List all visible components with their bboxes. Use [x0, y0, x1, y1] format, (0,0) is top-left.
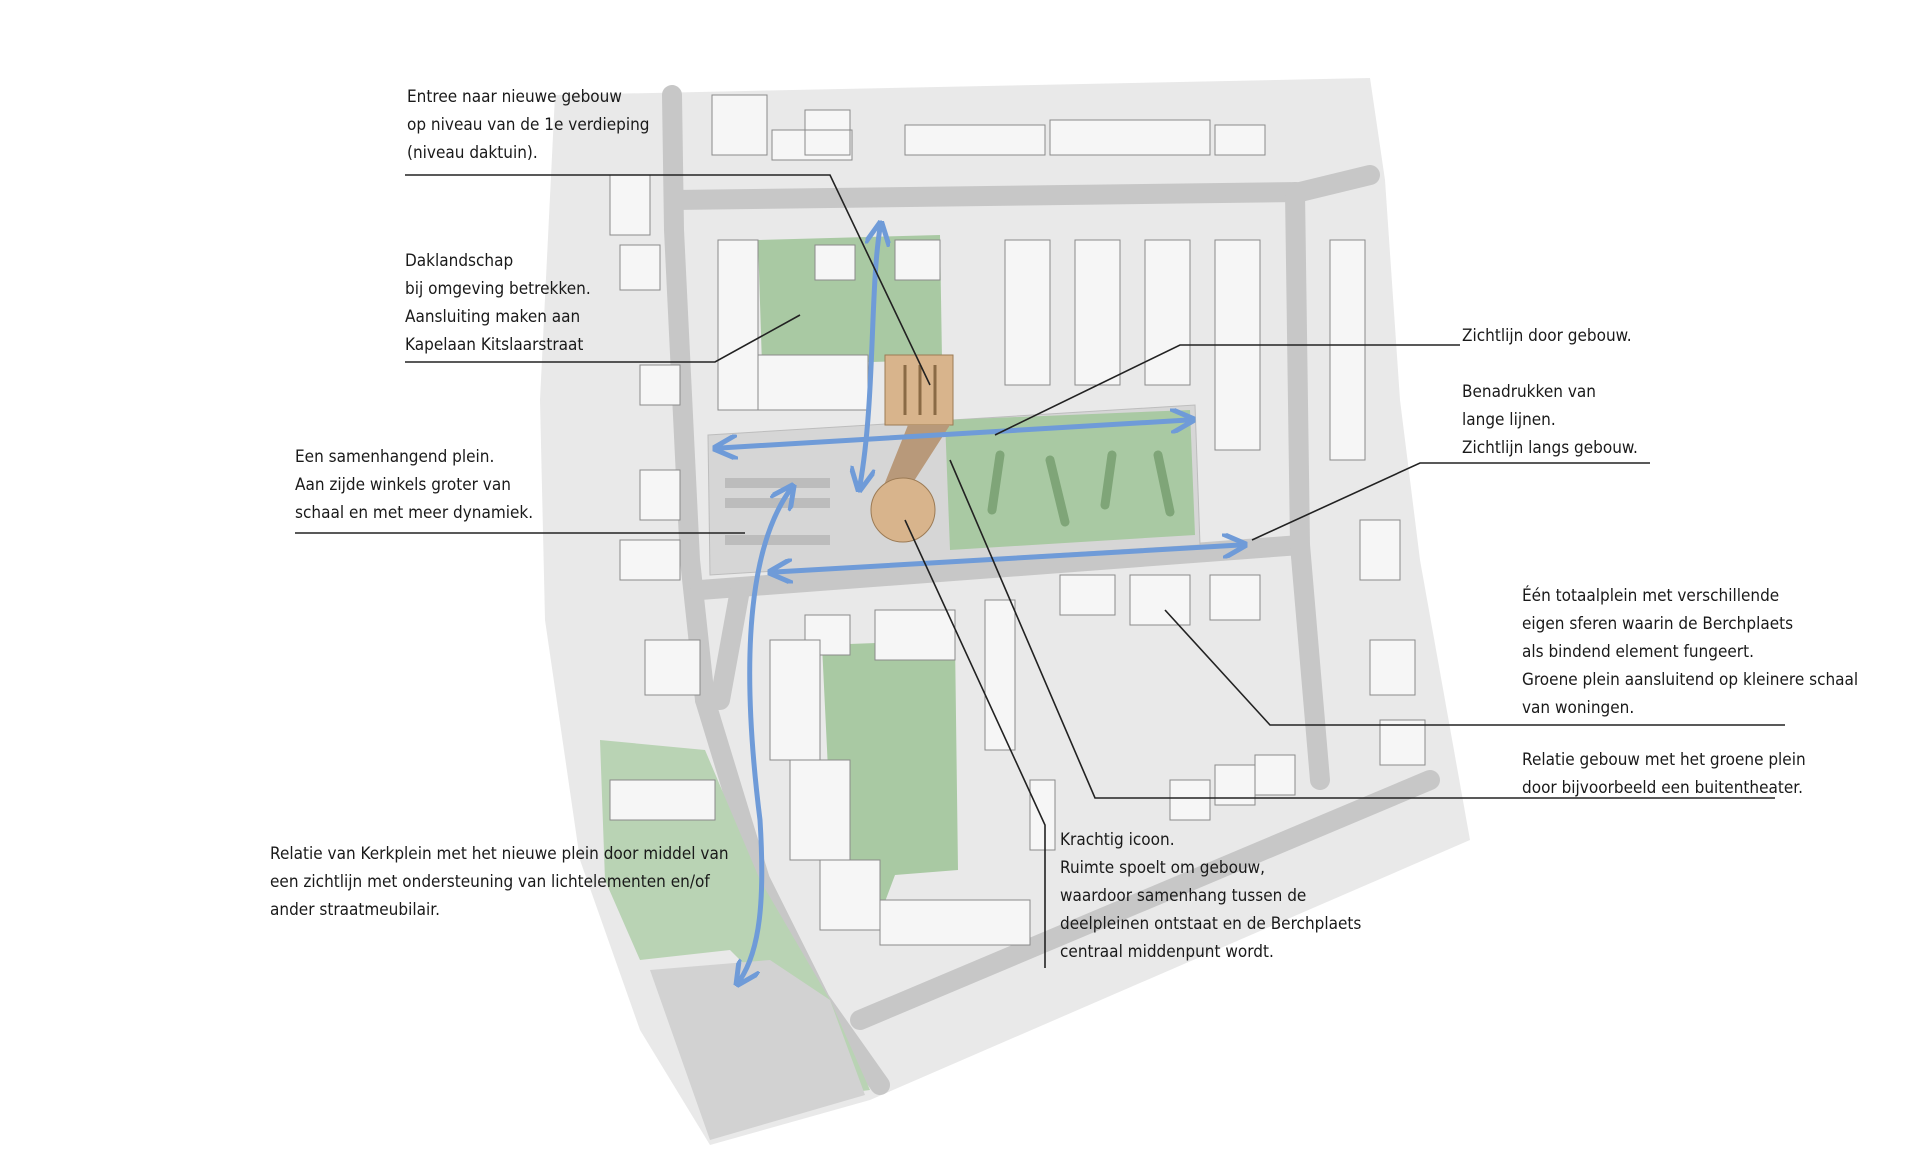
note-line: Relatie gebouw met het groene plein [1522, 750, 1806, 770]
note-line: ander straatmeubilair. [270, 900, 440, 920]
note-line: schaal en met meer dynamiek. [295, 503, 534, 523]
note-line: eigen sferen waarin de Berchplaets [1522, 614, 1794, 634]
sightline-arrows [720, 228, 1240, 980]
note-line: Aansluiting maken aan [405, 307, 581, 327]
note-line: Daklandschap [405, 251, 514, 271]
sightline-arrow [720, 420, 1188, 448]
note-line: centraal middenpunt wordt. [1060, 942, 1274, 962]
note-line: Één totaalplein met verschillende [1522, 586, 1780, 606]
leader-lines [295, 174, 1785, 968]
note-line: deelpleinen ontstaat en de Berchplaets [1060, 914, 1362, 934]
building-blocks [609, 94, 1426, 946]
sightline-arrow [860, 228, 880, 485]
note-line: waardoor samenhang tussen de [1060, 886, 1307, 906]
note-relatie-gebouw: Relatie gebouw met het groene plein door… [1522, 746, 1806, 802]
note-plein: Een samenhangend plein. Aan zijde winkel… [295, 443, 533, 527]
note-line: Relatie van Kerkplein met het nieuwe ple… [270, 844, 729, 864]
note-line: door bijvoorbeeld een buitentheater. [1522, 778, 1804, 798]
note-line: Zichtlijn door gebouw. [1462, 326, 1632, 346]
note-zichtlijn-door: Zichtlijn door gebouw. [1462, 322, 1632, 350]
note-kerkplein: Relatie van Kerkplein met het nieuwe ple… [270, 840, 729, 924]
note-line: Zichtlijn langs gebouw. [1462, 438, 1638, 458]
note-line: lange lijnen. [1462, 410, 1556, 430]
note-line: een zichtlijn met ondersteuning van lich… [270, 872, 710, 892]
note-line: (niveau daktuin). [407, 143, 538, 163]
note-line: bij omgeving betrekken. [405, 279, 591, 299]
note-totaalplein: Één totaalplein met verschillende eigen … [1522, 582, 1858, 722]
note-krachtig: Krachtig icoon. Ruimte spoelt om gebouw,… [1060, 826, 1361, 966]
note-line: Ruimte spoelt om gebouw, [1060, 858, 1266, 878]
green-square-lines [987, 450, 1175, 527]
note-benadrukken: Benadrukken van lange lijnen. Zichtlijn … [1462, 378, 1638, 462]
note-line: Een samenhangend plein. [295, 447, 495, 467]
note-daklandschap: Daklandschap bij omgeving betrekken. Aan… [405, 247, 591, 359]
tower-icon [870, 477, 936, 543]
note-line: Benadrukken van [1462, 382, 1596, 402]
note-line: Groene plein aansluitend op kleinere sch… [1522, 670, 1859, 690]
note-line: Krachtig icoon. [1060, 830, 1175, 850]
sightline-arrow [775, 545, 1240, 572]
note-line: Kapelaan Kitslaarstraat [405, 335, 584, 355]
note-line: als bindend element fungeert. [1522, 642, 1754, 662]
note-line: Aan zijde winkels groter van [295, 475, 511, 495]
sightline-arrow [740, 490, 790, 980]
note-line: op niveau van de 1e verdieping [407, 115, 650, 135]
note-entree: Entree naar nieuwe gebouw op niveau van … [407, 83, 650, 167]
kerkplein-parking [650, 960, 865, 1140]
note-line: Entree naar nieuwe gebouw [407, 87, 622, 107]
note-line: van woningen. [1522, 698, 1635, 718]
courtyard-green-south [822, 640, 958, 915]
